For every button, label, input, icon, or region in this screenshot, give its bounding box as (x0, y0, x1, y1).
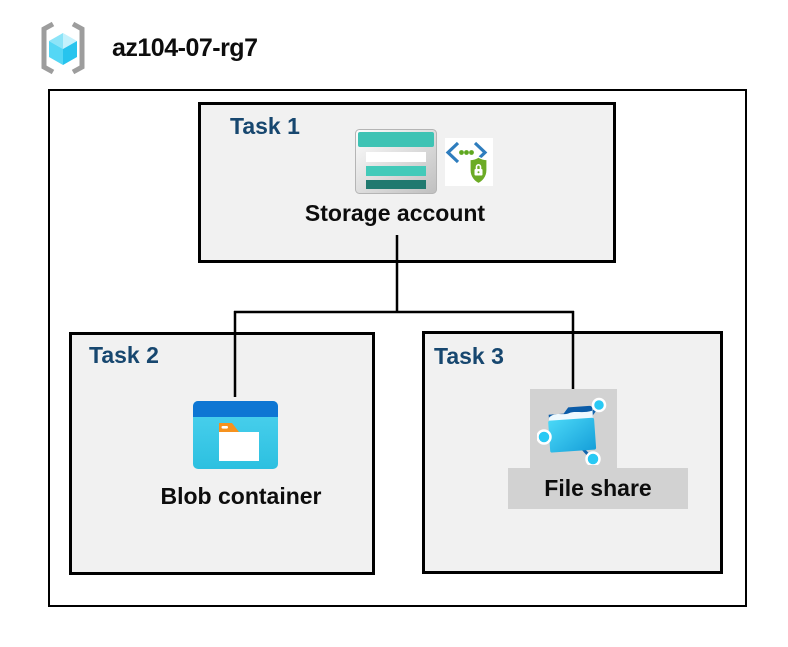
file-share-icon (536, 397, 606, 465)
file-share-icon-highlight (530, 389, 617, 469)
blob-container-icon (193, 401, 278, 469)
storage-account-icon (355, 129, 437, 194)
task1-label: Task 1 (230, 113, 300, 139)
task2-resource-label: Blob container (160, 483, 322, 509)
task1-resource-label: Storage account (304, 200, 486, 226)
resource-group-title: az104-07-rg7 (112, 33, 258, 62)
task3-resource-label: File share (544, 475, 652, 501)
task3-box: Task 3 (422, 331, 723, 574)
task2-box: Task 2 Blob container (69, 332, 375, 575)
task1-box: Task 1 Storage ac (198, 102, 616, 263)
shared-access-signature-icon (445, 138, 493, 186)
file-share-label-highlight: File share (508, 468, 688, 509)
resource-group-icon (41, 21, 85, 75)
resource-group-header: az104-07-rg7 (36, 20, 258, 76)
task2-label: Task 2 (89, 342, 159, 368)
task3-label: Task 3 (434, 343, 504, 369)
